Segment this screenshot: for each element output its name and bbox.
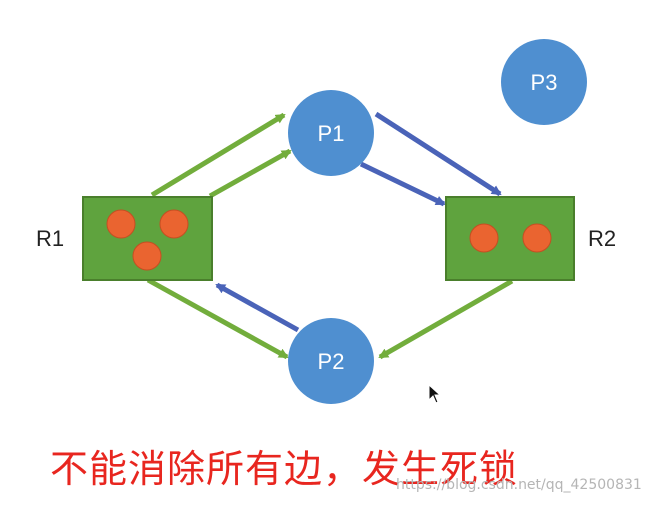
resource-r1-instance	[132, 241, 162, 271]
edge-r1-p1-a	[150, 112, 286, 198]
deadlock-caption: 不能消除所有边，发生死锁	[50, 447, 519, 491]
edge-p2-r1	[215, 282, 300, 333]
resource-r2-instance	[469, 223, 499, 253]
resource-r2-label: R2	[588, 226, 617, 251]
edge-r1-p2	[146, 277, 289, 360]
edge-r2-p2	[378, 278, 514, 360]
mouse-cursor-icon	[428, 383, 442, 408]
resource-r2-instance	[522, 223, 552, 253]
process-p2-label: P2	[318, 349, 345, 374]
edge-p1-r2-b	[359, 161, 446, 207]
process-p2-node	[288, 318, 374, 404]
process-p3-node	[501, 39, 587, 125]
edge-p1-r2-a	[374, 111, 502, 197]
process-p1-node	[288, 90, 374, 176]
resource-r1-instance	[159, 209, 189, 239]
process-p3-label: P3	[531, 70, 558, 95]
edge-r1-p1-b	[208, 148, 292, 199]
resource-r1-label: R1	[36, 226, 65, 251]
watermark-text: https://blog.csdn.net/qq_42500831	[396, 477, 642, 493]
resource-r2-box	[445, 196, 575, 281]
resource-r1-instance	[106, 209, 136, 239]
process-p1-label: P1	[318, 121, 345, 146]
